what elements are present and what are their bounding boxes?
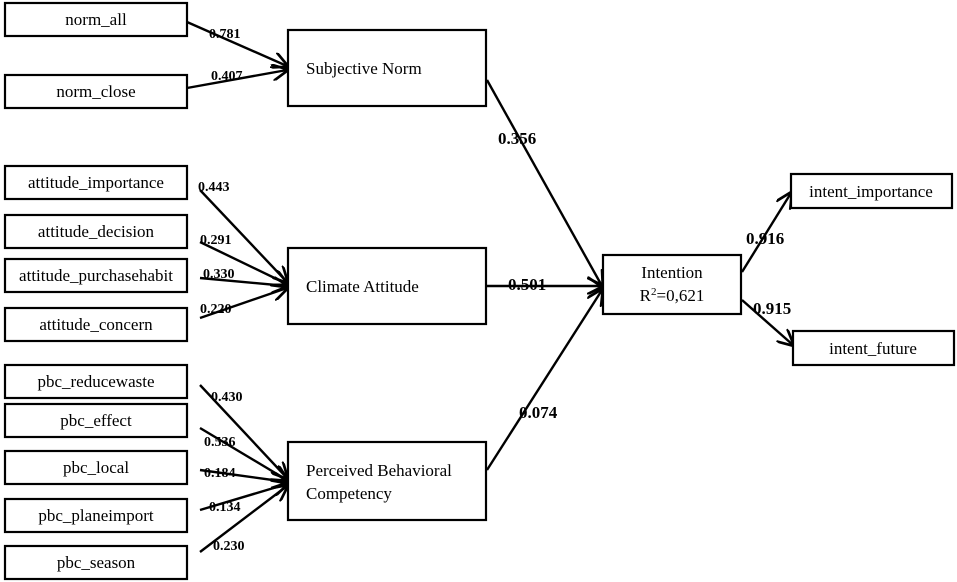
indicator-box-attitude-decision: attitude_decision [3, 213, 189, 250]
arrow-pbc-to-intention [485, 290, 602, 471]
arrow-intent-importance [740, 193, 791, 273]
indicator-label: intent_future [829, 339, 917, 358]
construct-label: Climate Attitude [306, 277, 419, 296]
construct-label: Subjective Norm [306, 59, 422, 78]
loading-attitude-purchasehabit: 0.330 [203, 267, 235, 282]
r-squared-label: R2=0,621 [640, 286, 705, 305]
indicator-label: pbc_local [63, 458, 129, 477]
indicator-label: intent_importance [809, 182, 933, 201]
indicator-box-pbc-season: pbc_season [3, 544, 189, 581]
indicator-box-pbc-reducewaste: pbc_reducewaste [3, 363, 189, 400]
loading-pbc-reducewaste: 0.430 [211, 390, 243, 405]
loading-intent-future: 0.915 [753, 299, 791, 318]
arrow-pbc-effect [199, 426, 287, 480]
indicator-box-pbc-effect: pbc_effect [3, 402, 189, 439]
construct-box-subjective-norm: Subjective Norm [286, 28, 488, 108]
loading-intent-importance: 0.916 [746, 229, 784, 248]
arrow-norm-to-intention [485, 79, 602, 286]
loading-attitude-decision: 0.291 [200, 233, 232, 248]
arrow-attitude-concern [199, 288, 287, 320]
indicator-label: pbc_planeimport [38, 506, 153, 525]
indicator-box-attitude-concern: attitude_concern [3, 306, 189, 343]
loading-attitude-importance: 0.443 [198, 180, 230, 195]
arrow-pbc-season [199, 486, 287, 553]
indicator-label: attitude_decision [38, 222, 155, 241]
indicator-label: pbc_reducewaste [37, 372, 154, 391]
arrow-norm-close [186, 70, 287, 90]
intention-label: Intention [641, 263, 703, 282]
arrow-attitude-importance [199, 189, 287, 282]
indicator-box-intent-future: intent_future [791, 329, 956, 367]
loading-norm-all: 0.781 [209, 27, 241, 42]
loading-pbc-local: 0.184 [204, 466, 236, 481]
indicator-box-norm-all: norm_all [3, 1, 189, 38]
indicator-box-pbc-local: pbc_local [3, 449, 189, 486]
path-coefficient-attitude: 0.501 [508, 275, 546, 294]
path-coefficient-pbc: 0.074 [519, 403, 558, 422]
indicator-label: norm_close [56, 82, 135, 101]
construct-label-line-2: Competency [306, 484, 392, 503]
indicator-label: attitude_importance [28, 173, 164, 192]
indicator-box-attitude-importance: attitude_importance [3, 164, 189, 201]
loading-pbc-effect: 0.536 [204, 435, 236, 450]
construct-label-line-1: Perceived Behavioral [306, 461, 452, 480]
loading-attitude-concern: 0.220 [200, 302, 232, 317]
indicator-box-norm-close: norm_close [3, 73, 189, 110]
construct-box-climate-attitude: Climate Attitude [286, 246, 488, 326]
loading-pbc-planeimport: 0.134 [209, 500, 241, 515]
indicator-label: attitude_purchasehabit [19, 266, 173, 285]
arrow-intent-future [741, 299, 793, 345]
construct-box-intention: Intention R2=0,621 [601, 253, 743, 316]
arrow-pbc-reducewaste [199, 384, 287, 478]
path-coefficient-norm: 0.356 [498, 129, 536, 148]
indicator-label: attitude_concern [39, 315, 153, 334]
indicator-box-pbc-planeimport: pbc_planeimport [3, 497, 189, 534]
construct-box-perceived-behavioral-competency: Perceived Behavioral Competency [286, 440, 488, 522]
arrow-norm-all [186, 20, 287, 66]
indicator-box-intent-importance: intent_importance [789, 172, 954, 210]
indicator-label: norm_all [65, 10, 127, 29]
loading-norm-close: 0.407 [211, 69, 243, 84]
loading-pbc-season: 0.230 [213, 539, 245, 554]
indicator-label: pbc_season [57, 553, 136, 572]
indicator-box-attitude-purchasehabit: attitude_purchasehabit [3, 257, 189, 294]
indicator-label: pbc_effect [60, 411, 132, 430]
